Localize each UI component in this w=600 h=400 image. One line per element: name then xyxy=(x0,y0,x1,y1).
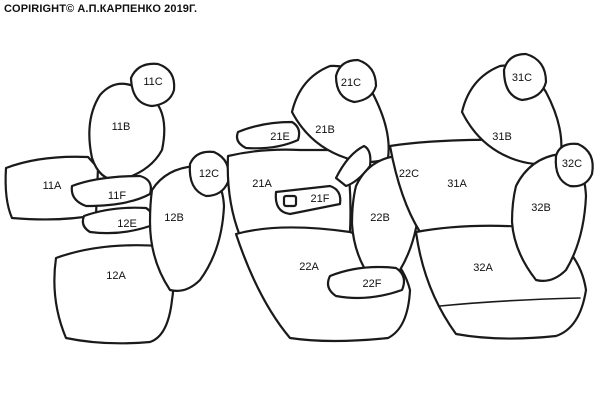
label-32b: 32B xyxy=(531,202,551,214)
label-12e: 12E xyxy=(117,218,137,230)
part-32c-shape xyxy=(554,142,594,188)
part-22f-shape xyxy=(326,265,406,300)
part-11c-shape xyxy=(129,62,176,108)
part-21c-shape xyxy=(334,58,378,104)
label-21e: 21E xyxy=(270,131,290,143)
label-12b: 12B xyxy=(164,212,184,224)
part-21e-shape xyxy=(235,120,301,150)
label-22a: 22A xyxy=(299,261,319,273)
label-21f: 21F xyxy=(311,193,330,205)
floor-line xyxy=(439,297,581,307)
part-12a-shape xyxy=(53,244,175,345)
label-22f: 22F xyxy=(363,278,382,290)
part-31c-shape xyxy=(502,52,548,102)
label-31a: 31A xyxy=(447,178,467,190)
label-22c: 22C xyxy=(399,168,419,180)
console-latch xyxy=(282,194,298,208)
label-22b: 22B xyxy=(370,212,390,224)
part-11a-shape xyxy=(4,155,100,221)
label-21b: 21B xyxy=(315,124,335,136)
label-32c: 32C xyxy=(562,158,582,170)
label-21a: 21A xyxy=(252,178,272,190)
copyright-notice: COPIRIGHT© А.П.КАРПЕНКО 2019Г. xyxy=(4,3,198,15)
part-11f-shape xyxy=(70,174,152,208)
label-11a: 11A xyxy=(43,180,62,192)
label-12a: 12A xyxy=(106,270,126,282)
label-31c: 31C xyxy=(512,72,532,84)
label-11c: 11C xyxy=(143,76,162,88)
console-top-edge xyxy=(334,144,372,188)
label-32a: 32A xyxy=(473,262,493,274)
part-labels: 11C 11B 11A 11F 12C 12E 12B 12A 21C 21E … xyxy=(43,72,583,290)
label-11b: 11B xyxy=(112,121,131,133)
label-21c: 21C xyxy=(341,77,361,89)
label-11f: 11F xyxy=(108,190,126,202)
rear-seat-group xyxy=(388,52,594,340)
front-left-seat-group xyxy=(4,62,230,345)
label-12c: 12C xyxy=(199,168,219,180)
label-31b: 31B xyxy=(492,131,512,143)
